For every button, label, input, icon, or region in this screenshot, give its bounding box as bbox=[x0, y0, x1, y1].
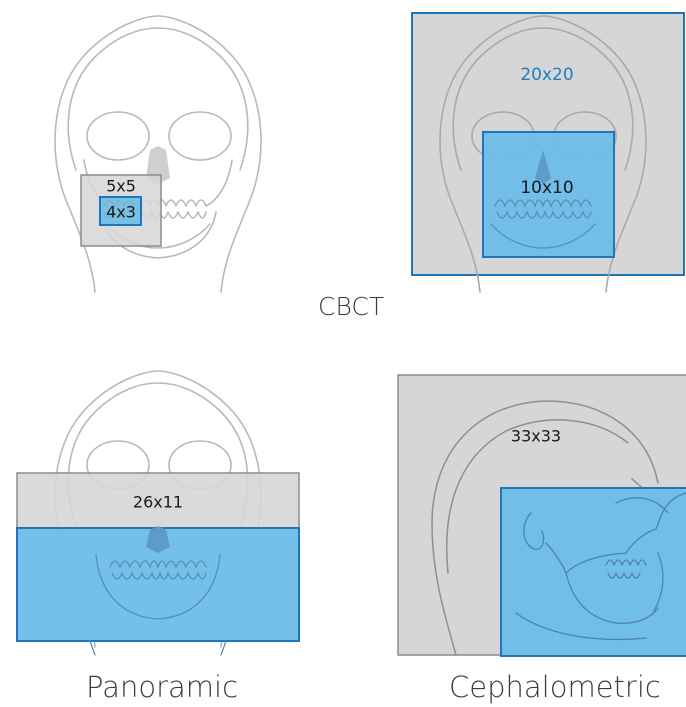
cbct-10x10-label: 10x10 bbox=[520, 178, 573, 198]
panoramic-26x11-label: 26x11 bbox=[133, 493, 183, 512]
cephalometric-panel: 33x33 bbox=[396, 373, 686, 663]
cephalometric-fov-box bbox=[501, 488, 686, 656]
panoramic-caption: Panoramic bbox=[86, 670, 238, 704]
cephalometric-33x33-label: 33x33 bbox=[511, 427, 561, 446]
cbct-caption: CBCT bbox=[318, 292, 384, 321]
skull-front-icon bbox=[0, 0, 300, 300]
skull-front-icon bbox=[380, 0, 686, 300]
cephalometric-caption: Cephalometric bbox=[449, 670, 661, 704]
cbct-large-fov-panel: 20x20 10x10 bbox=[380, 0, 686, 300]
cbct-small-fov-panel: 5x5 4x3 bbox=[0, 0, 300, 300]
cbct-4x3-label: 4x3 bbox=[106, 203, 136, 222]
cbct-20x20-label: 20x20 bbox=[520, 65, 573, 85]
cbct-5x5-label: 5x5 bbox=[106, 177, 136, 196]
panoramic-panel: 26x11 bbox=[0, 355, 320, 655]
skull-side-icon bbox=[396, 373, 686, 663]
